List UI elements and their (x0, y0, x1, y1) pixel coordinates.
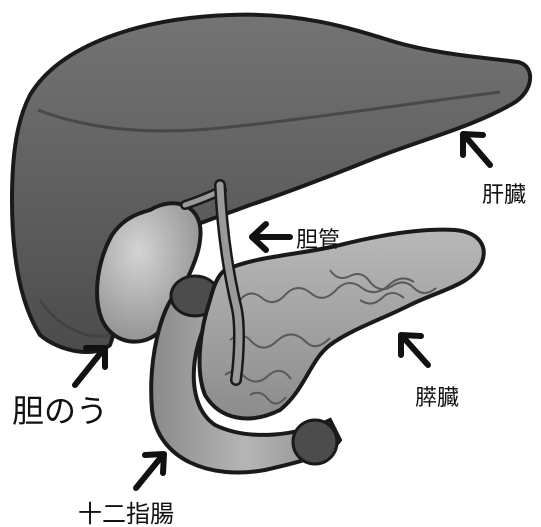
pancreas-arrow (401, 335, 428, 365)
liver-label: 肝臓 (482, 183, 526, 208)
pancreas-label: 膵臓 (415, 386, 459, 411)
duodenum-label: 十二指腸 (78, 500, 174, 527)
liver-arrow (463, 134, 490, 165)
bile-duct-label: 胆管 (296, 228, 340, 253)
duodenum-arrow (136, 454, 164, 488)
bile-duct-arrow (252, 224, 290, 250)
gallbladder-label: 胆のう (12, 392, 108, 430)
